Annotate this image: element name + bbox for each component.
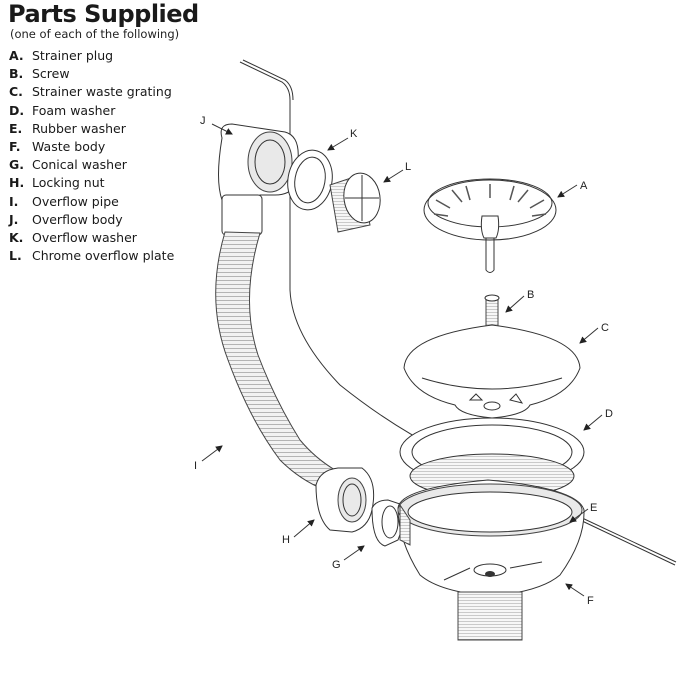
part-name: Chrome overflow plate: [32, 248, 175, 264]
callout-arrow-j: [211, 123, 233, 135]
overflow-pipe-part: [215, 231, 336, 491]
parts-list-item: J. Overflow body: [9, 212, 174, 230]
callout-label-l: L: [405, 161, 411, 173]
part-name: Overflow body: [32, 211, 123, 227]
callout-label-g: G: [332, 559, 341, 571]
part-name: Rubber washer: [32, 120, 126, 136]
part-letter: D.: [9, 102, 25, 118]
chrome-overflow-plate-part: [329, 172, 381, 233]
callout-label-i: I: [194, 460, 197, 472]
waste-body-part: [397, 479, 585, 641]
callout-label-k: K: [350, 128, 358, 140]
strainer-waste-grating-part: [403, 324, 581, 419]
part-letter: K.: [9, 229, 24, 245]
part-letter: L.: [9, 248, 22, 264]
callout-arrow-f: [565, 583, 585, 597]
callout-arrow-e: [569, 508, 589, 523]
callout-arrow-g: [343, 545, 365, 561]
callout-label-a: A: [580, 180, 588, 192]
callout-label-h: H: [282, 534, 290, 546]
overflow-washer-part: [287, 149, 333, 211]
strainer-plug-part: [423, 178, 557, 273]
parts-list-item: I. Overflow pipe: [9, 194, 174, 212]
parts-list-item: H. Locking nut: [9, 175, 174, 193]
callout-arrow-h: [293, 519, 315, 538]
part-name: Conical washer: [32, 157, 127, 173]
part-letter: G.: [9, 157, 25, 173]
callout-arrows: [201, 123, 603, 597]
part-letter: C.: [9, 84, 23, 100]
callout-arrow-k: [327, 137, 349, 151]
page-subtitle: (one of each of the following): [10, 27, 180, 41]
parts-list-item: C. Strainer waste grating: [9, 84, 174, 102]
parts-list-item: G. Conical washer: [9, 157, 174, 175]
parts-list: A. Strainer plug B. Screw C. Strainer waste…: [9, 48, 174, 266]
part-name: Waste body: [32, 138, 106, 154]
part-name: Foam washer: [32, 102, 116, 118]
callout-label-j: J: [200, 115, 206, 127]
callout-arrow-c: [579, 327, 599, 344]
parts-list-item: B. Screw: [9, 66, 174, 84]
callout-label-b: B: [527, 289, 534, 301]
locking-nut-part: [315, 467, 375, 533]
callout-label-f: F: [587, 595, 594, 607]
part-letter: I.: [9, 193, 19, 209]
part-letter: A.: [9, 48, 24, 63]
parts-list-item: L. Chrome overflow plate: [9, 248, 174, 266]
callout-label-c: C: [601, 322, 609, 334]
page-title: Parts Supplied: [8, 0, 199, 28]
part-letter: B.: [9, 66, 24, 82]
part-name: Strainer plug: [32, 48, 114, 63]
parts-list-item: D. Foam washer: [9, 103, 174, 121]
part-name: Strainer waste grating: [32, 84, 172, 100]
part-letter: F.: [9, 138, 21, 154]
part-name: Overflow pipe: [32, 193, 119, 209]
parts-list-item: K. Overflow washer: [9, 230, 174, 248]
part-name: Locking nut: [32, 175, 105, 191]
part-name: Screw: [32, 66, 70, 82]
parts-list-item: F. Waste body: [9, 139, 174, 157]
overflow-body-part: [218, 123, 299, 236]
parts-list-item: A. Strainer plug: [9, 48, 174, 66]
parts-list-item: E. Rubber washer: [9, 121, 174, 139]
callout-arrow-i: [201, 445, 223, 462]
callout-arrow-l: [383, 169, 404, 183]
part-letter: H.: [9, 175, 25, 191]
part-name: Overflow washer: [32, 229, 137, 245]
callout-arrow-a: [557, 184, 578, 198]
part-letter: E.: [9, 120, 23, 136]
callout-label-d: D: [605, 408, 613, 420]
sink-outline: [239, 59, 677, 566]
part-letter: J.: [9, 211, 19, 227]
callout-label-e: E: [590, 502, 597, 514]
callout-arrow-d: [583, 414, 603, 431]
callout-arrow-b: [505, 295, 525, 313]
